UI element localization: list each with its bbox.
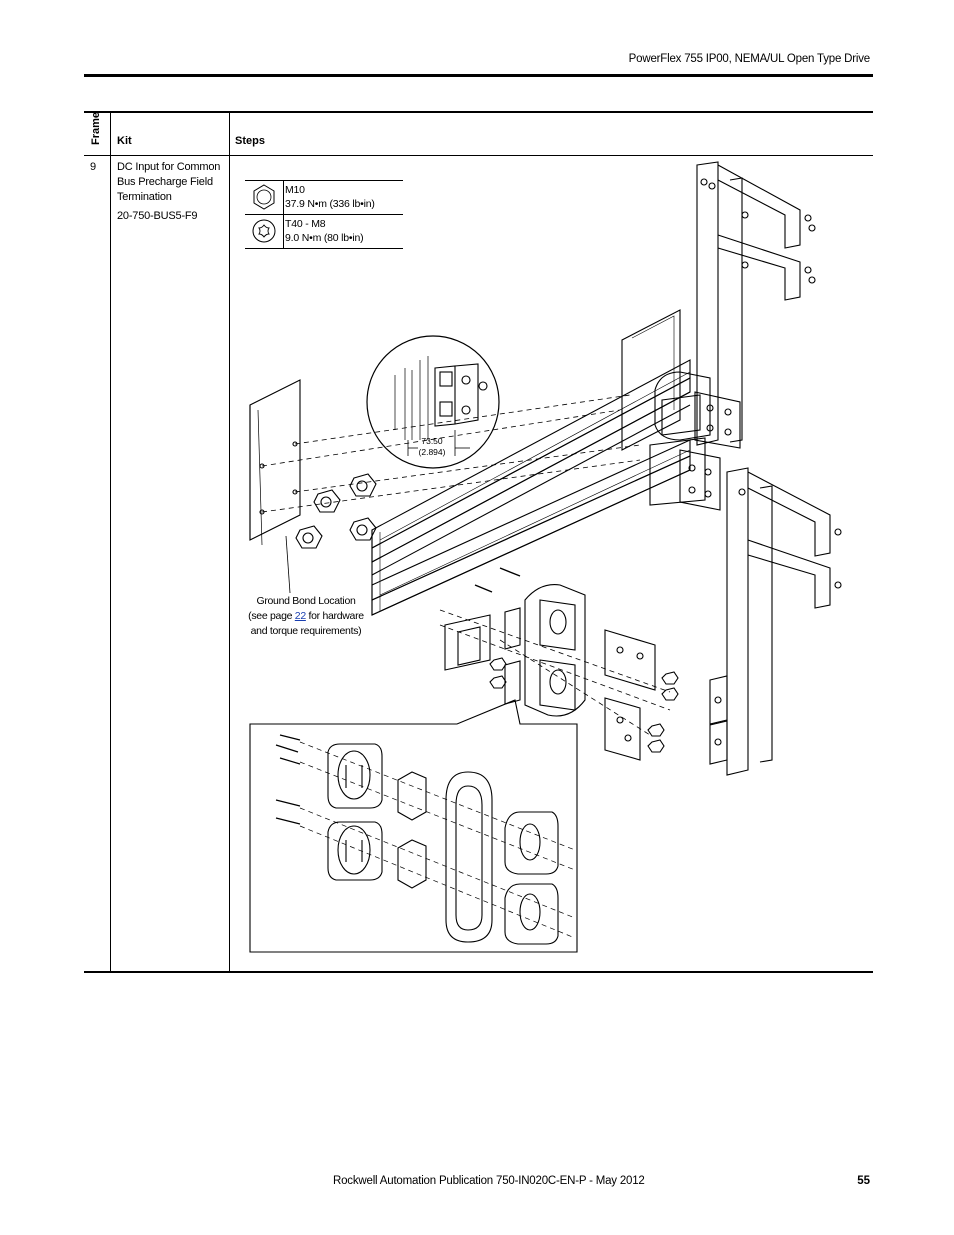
column-divider-kit xyxy=(229,112,230,972)
column-divider-frame xyxy=(110,112,111,972)
upper-bracket-assembly xyxy=(696,161,816,446)
callout-pre: (see page xyxy=(248,610,295,622)
torque-size-m10: M10 xyxy=(285,184,305,196)
page-22-link[interactable]: 22 xyxy=(294,610,306,622)
running-header-title: PowerFlex 755 IP00, NEMA/UL Open Type Dr… xyxy=(628,53,871,65)
footer-publication: Rockwell Automation Publication 750-IN02… xyxy=(333,1175,645,1187)
torque-row-t40: T40 - M8 9.0 N•m (80 lb•in) xyxy=(245,214,403,249)
kit-catalog-number: 20-750-BUS5-F9 xyxy=(117,210,198,222)
ground-bond-leader-line xyxy=(285,535,291,594)
kit-description: DC Input for Common Bus Precharge Field … xyxy=(117,161,221,203)
ground-bond-callout: Ground Bond Location (see page 22 for ha… xyxy=(244,594,368,639)
dimension-in: (2.894) xyxy=(418,447,446,457)
page-number: 55 xyxy=(857,1175,870,1187)
header-rule xyxy=(84,74,873,77)
callout-line-1: Ground Bond Location xyxy=(256,595,356,607)
table-header-rule xyxy=(84,155,873,156)
torque-row-m10: M10 37.9 N•m (336 lb•in) xyxy=(245,180,403,214)
detail-magnifier xyxy=(366,335,500,469)
callout-line-2: (see page 22 for hardware xyxy=(244,609,368,624)
dimension-label: 73.50 (2.894) xyxy=(412,436,452,458)
lower-exploded-parts xyxy=(444,567,679,761)
hex-nuts-left xyxy=(295,473,377,549)
callout-line-3: and torque requirements) xyxy=(250,625,362,637)
lower-bracket-assembly xyxy=(709,467,842,776)
rear-panel xyxy=(621,309,681,451)
callout-post: for hardware xyxy=(305,610,364,622)
upper-terminal-blocks xyxy=(649,371,741,511)
torque-spec-table: M10 37.9 N•m (336 lb•in) T40 - M8 9.0 N•… xyxy=(245,180,403,249)
frame-number: 9 xyxy=(90,161,97,173)
inset-detail-box xyxy=(249,699,578,953)
dimension-mm: 73.50 xyxy=(421,436,443,446)
column-header-kit: Kit xyxy=(117,135,132,147)
table-bottom-rule xyxy=(84,971,873,973)
torx-t40-icon xyxy=(245,215,284,248)
column-header-steps: Steps xyxy=(235,135,265,147)
table-top-rule xyxy=(84,111,873,113)
left-panel xyxy=(249,379,301,546)
torque-size-t40: T40 - M8 xyxy=(285,218,326,230)
torque-value-t40: 9.0 N•m (80 lb•in) xyxy=(285,232,364,244)
torque-value-m10: 37.9 N•m (336 lb•in) xyxy=(285,198,375,210)
hex-nut-icon xyxy=(245,181,284,214)
